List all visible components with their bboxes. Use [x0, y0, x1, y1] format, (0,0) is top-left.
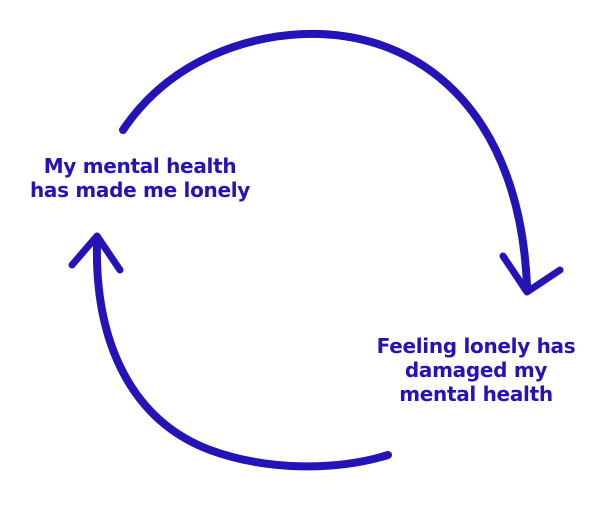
bottom-arc-arrow — [92, 240, 392, 471]
node-right-label: Feeling lonely has damaged my mental hea… — [352, 334, 600, 406]
top-arc-arrow — [119, 29, 531, 290]
node-left-label: My mental health has made me lonely — [4, 154, 276, 202]
label-line: My mental health — [43, 154, 237, 178]
label-line: mental health — [399, 382, 553, 406]
bottom-arrowhead-icon — [68, 232, 124, 274]
top-arrowhead-icon — [499, 252, 564, 296]
label-line: damaged my — [404, 358, 548, 382]
label-line: has made me lonely — [29, 178, 251, 202]
label-line: Feeling lonely has — [376, 334, 576, 358]
